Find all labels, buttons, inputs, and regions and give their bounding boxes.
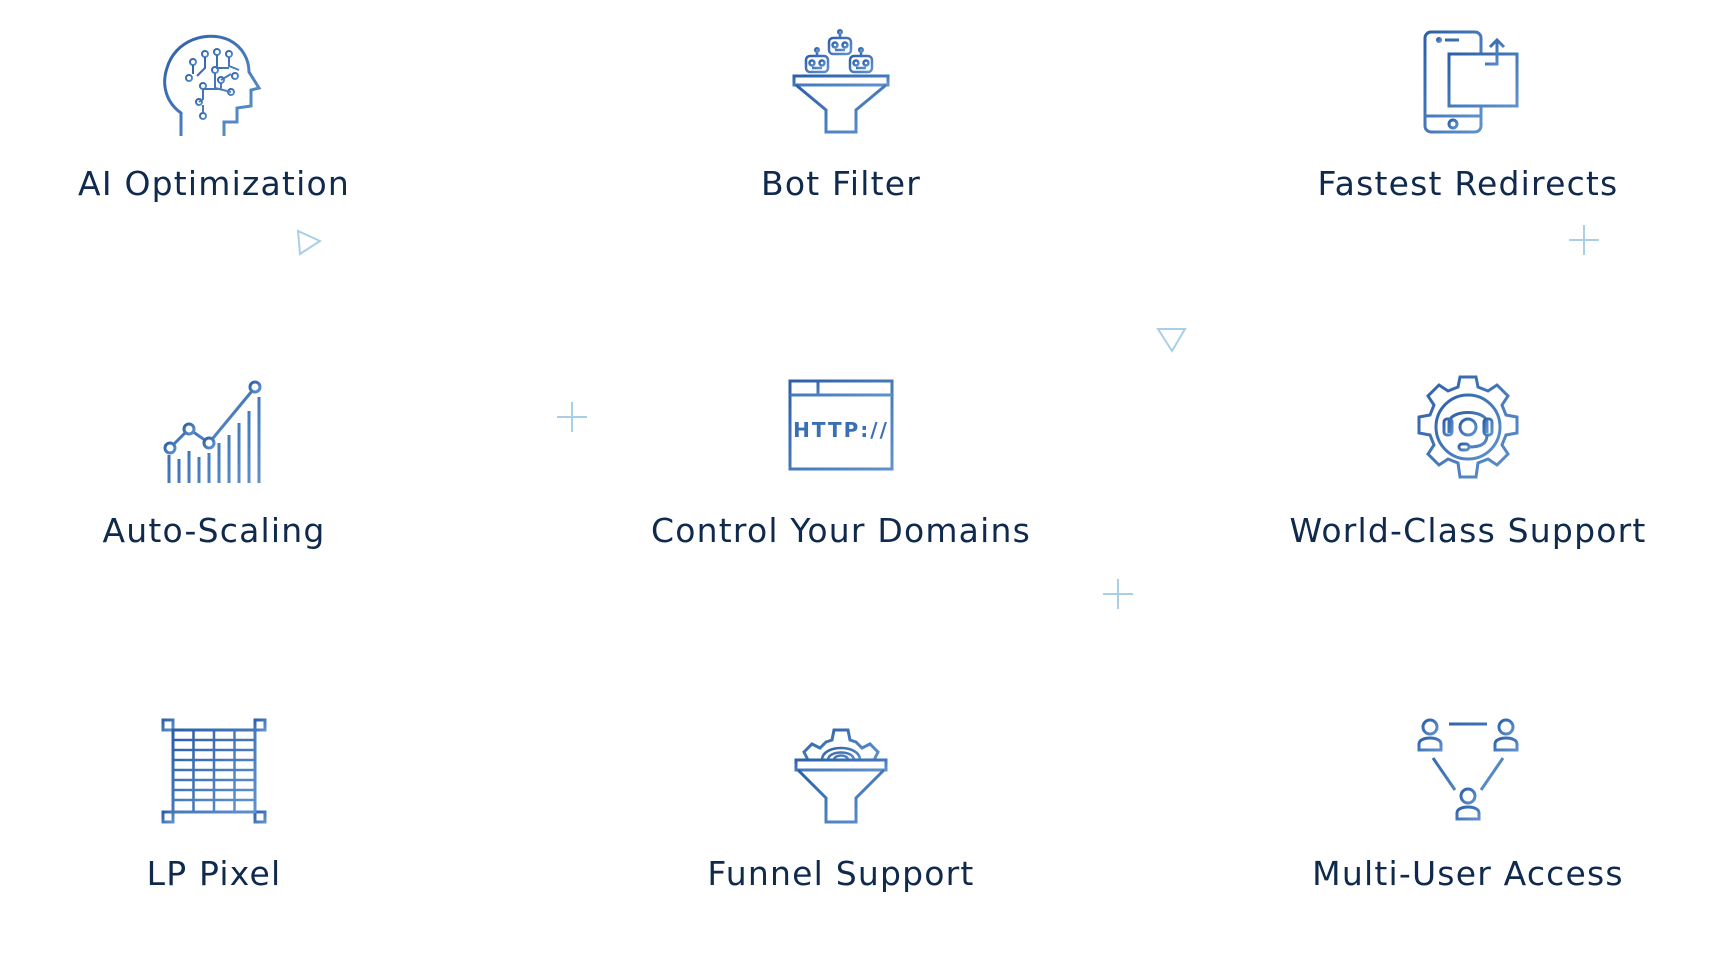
svg-text:HTTP://: HTTP:// xyxy=(793,418,889,442)
plus-decoration-icon xyxy=(1103,579,1133,609)
plus-decoration-icon xyxy=(1569,225,1599,255)
feature-label: Multi-User Access xyxy=(1312,854,1624,893)
feature-fastest-redirects: Fastest Redirects xyxy=(1188,28,1722,203)
feature-label: AI Optimization xyxy=(78,164,350,203)
feature-world-class-support: World-Class Support xyxy=(1188,373,1722,550)
feature-label: Bot Filter xyxy=(761,164,921,203)
pixel-grid-icon xyxy=(161,718,267,824)
user-network-icon xyxy=(1417,718,1519,821)
phone-redirect-icon xyxy=(1423,30,1519,134)
feature-bot-filter: Bot Filter xyxy=(561,28,1121,203)
feature-auto-scaling: Auto-Scaling xyxy=(0,373,494,550)
feature-label: Fastest Redirects xyxy=(1317,164,1619,203)
feature-funnel-support: Funnel Support xyxy=(561,716,1121,893)
plus-decoration-icon xyxy=(557,402,587,432)
feature-lp-pixel: LP Pixel xyxy=(0,716,494,893)
feature-label: Control Your Domains xyxy=(651,511,1031,550)
feature-ai-optimization: AI Optimization xyxy=(0,28,494,203)
robot-funnel-icon xyxy=(792,28,890,134)
feature-label: World-Class Support xyxy=(1289,511,1647,550)
growth-chart-icon xyxy=(163,380,262,483)
gear-funnel-icon xyxy=(794,728,888,824)
gear-headset-icon xyxy=(1417,375,1519,479)
feature-label: Auto-Scaling xyxy=(102,511,326,550)
triangle-down-decoration-icon xyxy=(1156,328,1187,353)
brain-circuit-head-icon xyxy=(163,34,262,136)
feature-label: Funnel Support xyxy=(707,854,975,893)
feature-label: LP Pixel xyxy=(146,854,282,893)
feature-control-your-domains: HTTP:// Control Your Domains xyxy=(561,373,1121,550)
http-browser-icon: HTTP:// xyxy=(788,379,894,471)
triangle-right-decoration-icon xyxy=(296,229,323,256)
feature-multi-user-access: Multi-User Access xyxy=(1188,716,1722,893)
